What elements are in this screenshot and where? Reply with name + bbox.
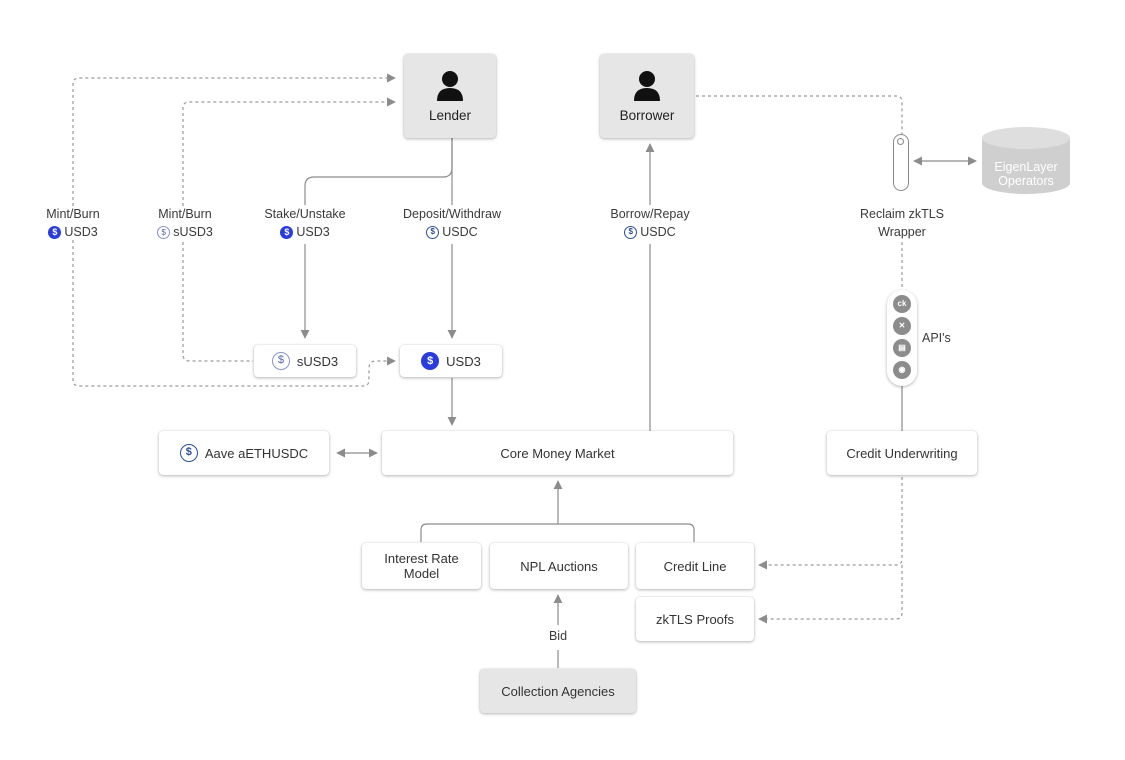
usdc-coin-icon — [426, 225, 440, 239]
zktls-proofs-label: zkTLS Proofs — [655, 611, 735, 627]
usd3-coin-icon — [280, 225, 294, 239]
label-token: USD3 — [64, 225, 98, 239]
usd3-coin-icon — [48, 225, 62, 239]
lender-label: Lender — [428, 107, 472, 123]
credit-line-label: Credit Line — [663, 558, 727, 574]
label-reclaim-wrapper: Reclaim zkTLS Wrapper — [852, 205, 952, 241]
edge-mint-usd3-lender — [72, 73, 396, 206]
eigenlayer-cylinder — [982, 127, 1070, 194]
credit-line-node: Credit Line — [636, 543, 754, 589]
usdc-coin-icon — [179, 444, 198, 462]
usd3-node: USD3 — [400, 345, 502, 377]
label-stake-unstake: Stake/Unstake USD3 — [255, 205, 355, 244]
edge-mint-usd3-bottom — [72, 240, 396, 387]
label-bid: Bid — [541, 627, 575, 645]
label-apis: API's — [922, 331, 951, 345]
person-icon — [634, 70, 660, 101]
usd3-label: USD3 — [446, 353, 481, 369]
zktls-proofs-node: zkTLS Proofs — [636, 597, 754, 641]
zktls-wrapper-icon — [893, 134, 909, 191]
collection-agencies-node: Collection Agencies — [480, 669, 636, 713]
label-token: USDC — [442, 225, 478, 239]
label-mint-burn-usd3: Mint/Burn USD3 — [28, 205, 118, 244]
label-action: Stake/Unstake — [264, 207, 346, 221]
credit-underwriting-label: Credit Underwriting — [846, 445, 958, 461]
person-icon — [437, 70, 463, 101]
label-action: Mint/Burn — [46, 207, 100, 221]
eigenlayer-label: EigenLayer Operators — [994, 160, 1058, 188]
susd3-coin-icon — [157, 225, 171, 239]
edge-underwriting-creditline — [758, 477, 903, 570]
aave-node: Aave aETHUSDC — [159, 431, 329, 475]
edge-modules-core — [420, 523, 695, 542]
label-borrow-repay: Borrow/Repay USDC — [600, 205, 700, 244]
bank-api-icon: ▤ — [893, 339, 911, 357]
usdc-coin-icon — [624, 225, 638, 239]
label-mint-burn-susd3: Mint/Burn sUSD3 — [140, 205, 230, 244]
core-money-market-node: Core Money Market — [382, 431, 733, 475]
label-token: sUSD3 — [173, 225, 213, 239]
ck-api-icon: ck — [893, 295, 911, 313]
label-token: USD3 — [296, 225, 330, 239]
credit-underwriting-node: Credit Underwriting — [827, 431, 977, 475]
plaid-api-icon: ✕ — [893, 317, 911, 335]
label-action: Deposit/Withdraw — [403, 207, 501, 221]
edge-mint-susd3-bottom — [182, 242, 253, 362]
lender-node: Lender — [404, 54, 496, 138]
npl-auctions-label: NPL Auctions — [520, 558, 598, 574]
coinbase-api-icon: ◉ — [893, 361, 911, 379]
core-label: Core Money Market — [500, 445, 615, 461]
label-action: Mint/Burn — [158, 207, 212, 221]
borrower-label: Borrower — [619, 107, 675, 123]
susd3-coin-icon — [271, 352, 290, 370]
label-token: USDC — [640, 225, 676, 239]
aave-label: Aave aETHUSDC — [204, 445, 309, 461]
edge-borrower-wrapper — [696, 95, 903, 134]
susd3-node: sUSD3 — [254, 345, 356, 377]
collection-agencies-label: Collection Agencies — [501, 683, 615, 699]
npl-auctions-node: NPL Auctions — [490, 543, 628, 589]
susd3-label: sUSD3 — [296, 353, 339, 369]
label-deposit-withdraw: Deposit/Withdraw USDC — [393, 205, 511, 244]
api-pill: ck ✕ ▤ ◉ — [887, 290, 917, 386]
interest-rate-model-label: Interest Rate Model — [384, 551, 459, 581]
edge-mint-susd3-lender — [182, 97, 396, 206]
edge-underwriting-zktls — [758, 565, 903, 624]
interest-rate-model-node: Interest Rate Model — [362, 543, 481, 589]
label-action: Borrow/Repay — [610, 207, 690, 221]
usd3-coin-icon — [421, 352, 440, 370]
borrower-node: Borrower — [600, 54, 694, 138]
